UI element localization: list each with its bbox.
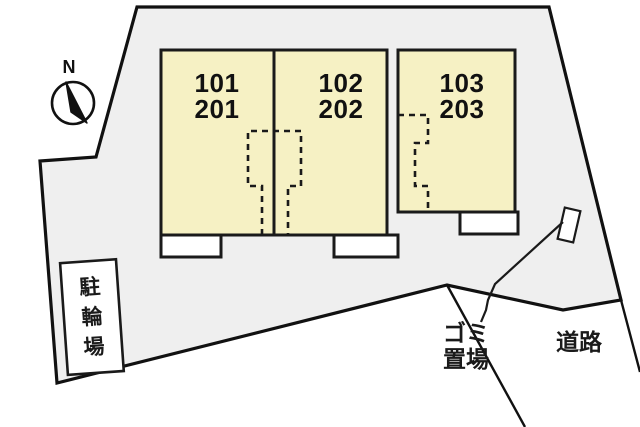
road-label: 道路 <box>556 329 603 356</box>
garbage-area-leader-line <box>479 221 564 323</box>
balcony-103 <box>458 210 520 236</box>
garbage-area-label-line1: ゴミ <box>443 320 489 347</box>
garbage-area-label-line2: 置場 <box>443 347 489 373</box>
unit-201-label-bottom: 201 <box>195 94 240 124</box>
bicycle-parking-box <box>58 257 126 377</box>
unit-202-label-bottom: 202 <box>319 94 364 124</box>
unit-103-203-block <box>396 48 517 214</box>
building-block <box>159 48 517 237</box>
unit-103-label-top: 103 <box>440 68 485 98</box>
garbage-area-label: ゴミ 置場 <box>443 320 489 373</box>
balcony-101 <box>159 233 223 259</box>
road-lines <box>445 284 640 427</box>
bicycle-parking-char-1: 駐 <box>79 274 102 299</box>
unit-203-label-bottom: 203 <box>440 94 485 124</box>
unit-labels: 101 201 102 202 103 203 <box>195 68 485 124</box>
bicycle-parking-char-2: 輪 <box>81 304 105 329</box>
unit-101-label-top: 101 <box>195 68 240 98</box>
garbage-area-marker-group <box>479 206 582 323</box>
stair-outline-101-102 <box>246 129 303 235</box>
stair-outlines <box>246 113 430 235</box>
balcony-102 <box>332 233 400 259</box>
stair-outline-103 <box>398 113 430 212</box>
compass-needle <box>65 81 88 124</box>
unit-102-label-top: 102 <box>319 68 364 98</box>
compass-north-letter: N <box>63 57 76 77</box>
compass-rose: N <box>50 57 96 126</box>
bicycle-parking-char-3: 場 <box>83 334 106 359</box>
balconies <box>159 210 520 259</box>
unit-102-202-block <box>272 48 389 237</box>
bicycle-parking-area: 駐 輪 場 <box>58 257 126 377</box>
